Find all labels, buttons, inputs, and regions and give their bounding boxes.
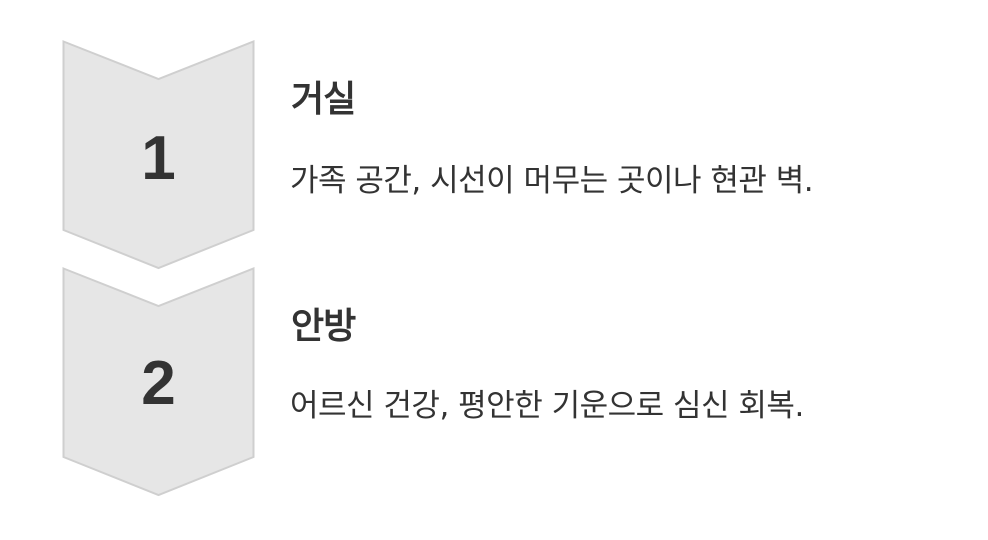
step-title: 거실 bbox=[291, 79, 356, 120]
step-number: 2 bbox=[141, 349, 176, 418]
chevron-down-icon: 1 bbox=[62, 40, 255, 270]
step-number: 1 bbox=[141, 124, 176, 193]
step-description: 가족 공간, 시선이 머무는 곳이나 현관 벽. bbox=[290, 163, 814, 199]
chevron-down-icon: 2 bbox=[62, 267, 255, 497]
step-title: 안방 bbox=[291, 306, 356, 347]
step-description: 어르신 건강, 평안한 기운으로 심신 회복. bbox=[290, 388, 804, 424]
